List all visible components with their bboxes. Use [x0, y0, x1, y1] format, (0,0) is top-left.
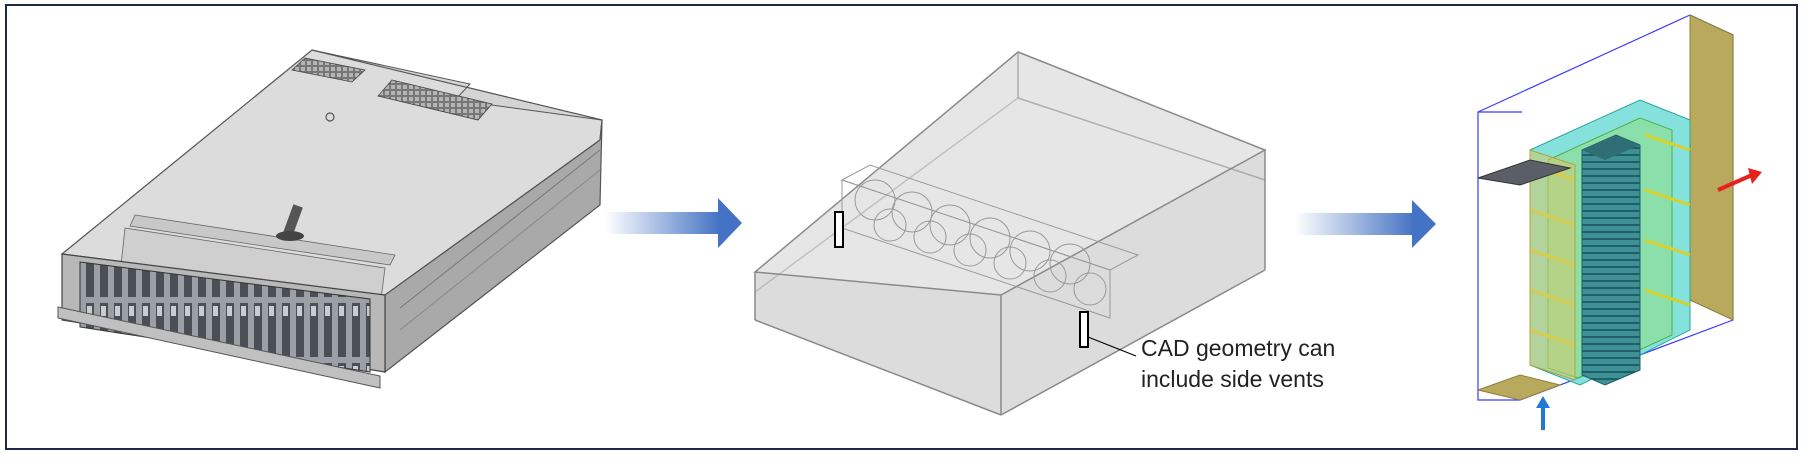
flow-arrow-2 [1295, 200, 1436, 248]
flow-arrow-1 [605, 198, 742, 248]
cad-geometry-illustration [753, 51, 1267, 416]
side-vents-callout: CAD geometry can include side vents [1141, 335, 1336, 392]
server-chassis-illustration [57, 49, 603, 389]
thermal-model-illustration [1476, 14, 1762, 430]
side-vent-right [1079, 311, 1089, 348]
side-vent-left [834, 211, 844, 248]
outlet-arrow [1717, 173, 1753, 192]
